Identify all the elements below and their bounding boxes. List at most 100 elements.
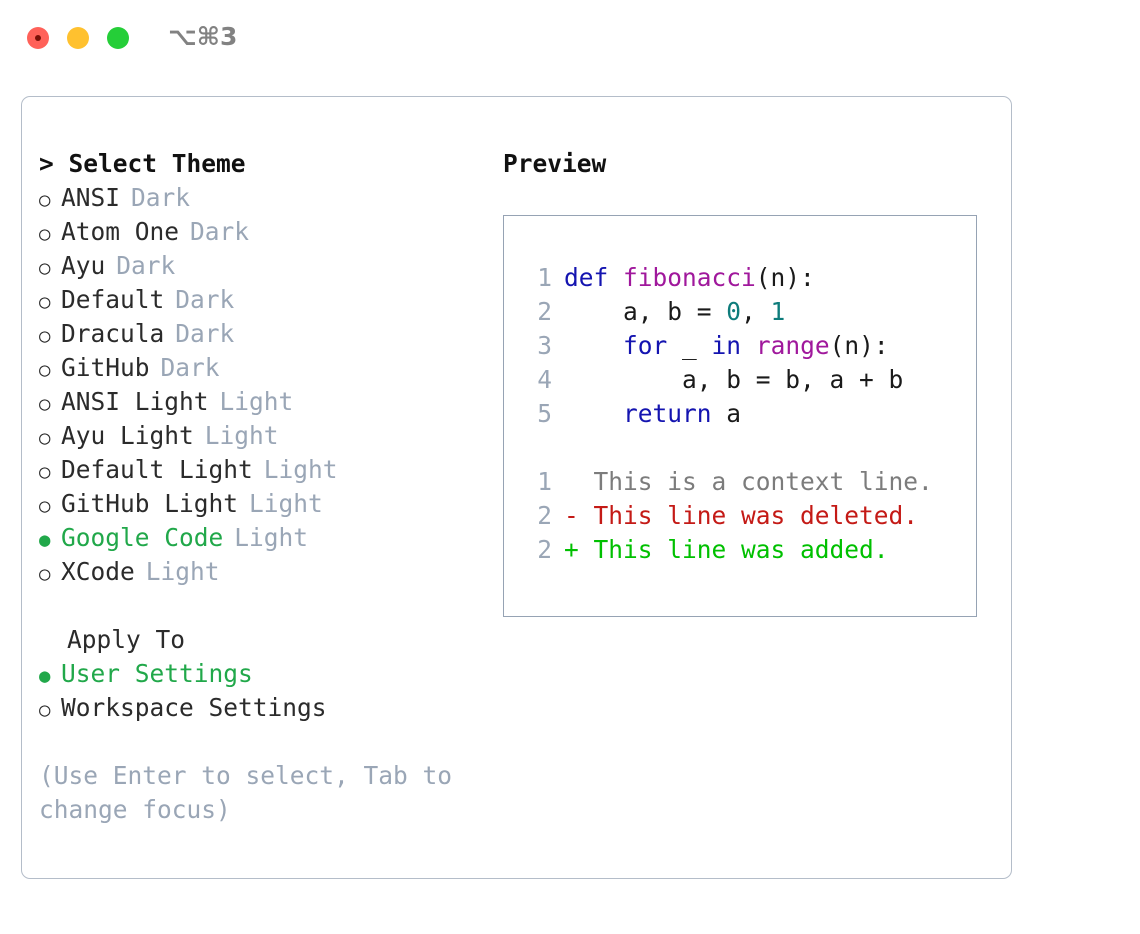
code-token: return bbox=[623, 399, 712, 428]
radio-selected-icon[interactable]: ● bbox=[39, 665, 51, 687]
code-token bbox=[564, 397, 623, 431]
apply-to-item[interactable]: ○ Workspace Settings bbox=[39, 691, 489, 725]
radio-unselected-icon[interactable]: ○ bbox=[39, 461, 51, 483]
code-line: 3 for _ in range(n): bbox=[520, 329, 933, 363]
code-token: 0 bbox=[726, 297, 742, 326]
theme-name: Atom One bbox=[61, 217, 180, 246]
theme-variant-tag: Light bbox=[204, 421, 279, 450]
code-token: range bbox=[755, 331, 830, 360]
code-token: in bbox=[711, 331, 742, 360]
theme-variant-tag: Dark bbox=[116, 251, 176, 280]
code-token bbox=[741, 329, 756, 363]
line-number: 4 bbox=[537, 365, 552, 394]
theme-variant-tag: Light bbox=[145, 557, 220, 586]
code-token: a bbox=[711, 399, 742, 428]
line-number: 1 bbox=[537, 467, 552, 496]
radio-unselected-icon[interactable]: ○ bbox=[39, 563, 51, 585]
code-token: for bbox=[623, 331, 668, 360]
code-token: (n): bbox=[755, 263, 815, 292]
keyboard-hint-text: (Use Enter to select, Tab to change focu… bbox=[39, 761, 467, 824]
minimize-button[interactable] bbox=[67, 27, 89, 49]
diff-marker: - bbox=[564, 501, 594, 530]
code-line: 4 a, b = b, a + b bbox=[520, 363, 933, 397]
apply-to-item[interactable]: ● User Settings bbox=[39, 657, 489, 691]
radio-unselected-icon[interactable]: ○ bbox=[39, 495, 51, 517]
theme-name: Google Code bbox=[61, 523, 224, 552]
diff-text: This line was deleted. bbox=[593, 501, 919, 530]
theme-name: GitHub Light bbox=[61, 489, 239, 518]
theme-name: XCode bbox=[61, 557, 135, 586]
apply-to-list[interactable]: ● User Settings ○ Workspace Settings bbox=[39, 657, 489, 725]
radio-selected-icon[interactable]: ● bbox=[39, 529, 51, 551]
theme-variant-tag: Dark bbox=[190, 217, 250, 246]
diff-line: 2+ This line was added. bbox=[520, 533, 933, 567]
diff-marker bbox=[564, 465, 594, 499]
theme-list-item[interactable]: ○ Atom One Dark bbox=[39, 215, 489, 249]
theme-list-item[interactable]: ○ XCode Light bbox=[39, 555, 489, 589]
code-token bbox=[564, 329, 623, 363]
code-token: (n): bbox=[829, 331, 889, 360]
line-number: 2 bbox=[537, 501, 552, 530]
theme-variant-tag: Light bbox=[219, 387, 294, 416]
theme-variant-tag: Dark bbox=[175, 319, 235, 348]
line-number: 5 bbox=[537, 399, 552, 428]
theme-name: Dracula bbox=[61, 319, 165, 348]
window-controls bbox=[27, 27, 129, 49]
code-token: 1 bbox=[770, 297, 786, 326]
code-token: a, b = bbox=[564, 297, 727, 326]
radio-unselected-icon[interactable]: ○ bbox=[39, 223, 51, 245]
code-spacer bbox=[520, 431, 933, 465]
code-line: 5 return a bbox=[520, 397, 933, 431]
radio-unselected-icon[interactable]: ○ bbox=[39, 359, 51, 381]
diff-text: This is a context line. bbox=[593, 467, 933, 496]
theme-name: GitHub bbox=[61, 353, 150, 382]
code-token: a, b = b, a + b bbox=[564, 365, 904, 394]
apply-to-label: User Settings bbox=[61, 659, 253, 688]
radio-unselected-icon[interactable]: ○ bbox=[39, 257, 51, 279]
theme-list-item[interactable]: ○ Ayu Light Light bbox=[39, 419, 489, 453]
theme-name: Ayu Light bbox=[61, 421, 194, 450]
maximize-button[interactable] bbox=[107, 27, 129, 49]
theme-name: Default Light bbox=[61, 455, 253, 484]
radio-unselected-icon[interactable]: ○ bbox=[39, 189, 51, 211]
theme-variant-tag: Light bbox=[263, 455, 338, 484]
radio-unselected-icon[interactable]: ○ bbox=[39, 393, 51, 415]
select-theme-heading: > Select Theme bbox=[39, 149, 246, 178]
theme-variant-tag: Light bbox=[234, 523, 309, 552]
spacer bbox=[39, 589, 489, 623]
theme-name: Ayu bbox=[61, 251, 106, 280]
theme-list-item[interactable]: ○ ANSI Dark bbox=[39, 181, 489, 215]
radio-unselected-icon[interactable]: ○ bbox=[39, 291, 51, 313]
line-number: 2 bbox=[537, 535, 552, 564]
preview-heading: Preview bbox=[503, 149, 607, 178]
line-number: 3 bbox=[537, 331, 552, 360]
code-token bbox=[608, 261, 623, 295]
theme-name: ANSI bbox=[61, 183, 121, 212]
theme-list-item[interactable]: ● Google Code Light bbox=[39, 521, 489, 555]
apply-to-heading: Apply To bbox=[67, 625, 186, 654]
theme-list-item[interactable]: ○ Ayu Dark bbox=[39, 249, 489, 283]
code-token: , bbox=[741, 297, 771, 326]
theme-list-item[interactable]: ○ Dracula Dark bbox=[39, 317, 489, 351]
code-token: def bbox=[564, 263, 609, 292]
radio-unselected-icon[interactable]: ○ bbox=[39, 699, 51, 721]
apply-to-label: Workspace Settings bbox=[61, 693, 327, 722]
radio-unselected-icon[interactable]: ○ bbox=[39, 427, 51, 449]
theme-variant-tag: Light bbox=[249, 489, 323, 518]
theme-list-item[interactable]: ○ GitHub Light Light bbox=[39, 487, 489, 521]
close-button[interactable] bbox=[27, 27, 49, 49]
theme-list-item[interactable]: ○ Default Light Light bbox=[39, 453, 489, 487]
theme-name: Default bbox=[61, 285, 165, 314]
diff-text: This line was added. bbox=[593, 535, 889, 564]
radio-unselected-icon[interactable]: ○ bbox=[39, 325, 51, 347]
title-bar: ⌥⌘3 bbox=[0, 0, 1140, 78]
theme-variant-tag: Dark bbox=[131, 183, 191, 212]
